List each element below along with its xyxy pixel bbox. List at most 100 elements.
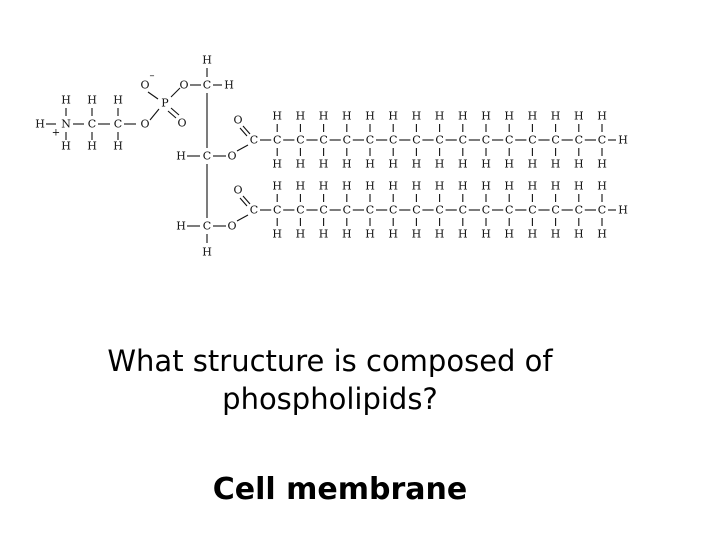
hydrogen-atom: H bbox=[388, 180, 398, 193]
oxygen-atom: O bbox=[227, 220, 236, 233]
oxygen-atom: O bbox=[233, 184, 242, 197]
carbon-atom: C bbox=[551, 204, 559, 217]
carbon-atom: C bbox=[296, 134, 304, 147]
hydrogen-atom: H bbox=[412, 110, 422, 123]
hydrogen-atom: H bbox=[504, 158, 514, 171]
bond-line bbox=[170, 87, 181, 98]
hydrogen-atom: H bbox=[551, 228, 561, 241]
hydrogen-atom: H bbox=[224, 79, 234, 92]
hydrogen-atom: H bbox=[435, 228, 445, 241]
hydrogen-atom: H bbox=[365, 180, 375, 193]
carbon-atom: C bbox=[366, 134, 374, 147]
carbon-atom: C bbox=[435, 134, 443, 147]
carbon-atom: C bbox=[88, 118, 96, 131]
carbon-atom: C bbox=[598, 134, 606, 147]
hydrogen-atom: H bbox=[574, 158, 584, 171]
hydrogen-atom: H bbox=[176, 150, 186, 163]
hydrogen-atom: H bbox=[528, 228, 538, 241]
hydrogen-atom: H bbox=[528, 180, 538, 193]
hydrogen-atom: H bbox=[61, 94, 71, 107]
carbon-atom: C bbox=[250, 204, 258, 217]
carbon-atom: C bbox=[412, 134, 420, 147]
carbon-atom: C bbox=[273, 204, 281, 217]
hydrogen-atom: H bbox=[272, 110, 282, 123]
hydrogen-atom: H bbox=[597, 110, 607, 123]
hydrogen-atom: H bbox=[87, 140, 97, 153]
hydrogen-atom: H bbox=[342, 110, 352, 123]
carbon-atom: C bbox=[482, 134, 490, 147]
hydrogen-atom: H bbox=[597, 158, 607, 171]
hydrogen-atom: H bbox=[481, 180, 491, 193]
positive-charge: + bbox=[52, 128, 60, 139]
carbon-atom: C bbox=[575, 204, 583, 217]
hydrogen-atom: H bbox=[618, 204, 628, 217]
carbon-atom: C bbox=[551, 134, 559, 147]
hydrogen-atom: H bbox=[202, 54, 212, 67]
hydrogen-atom: H bbox=[342, 158, 352, 171]
hydrogen-atom: H bbox=[272, 228, 282, 241]
hydrogen-atom: H bbox=[202, 246, 212, 259]
hydrogen-atom: H bbox=[35, 118, 45, 131]
carbon-atom: C bbox=[482, 204, 490, 217]
hydrogen-atom: H bbox=[365, 158, 375, 171]
hydrogen-atom: H bbox=[597, 228, 607, 241]
carbon-atom: C bbox=[273, 134, 281, 147]
hydrogen-atom: H bbox=[528, 110, 538, 123]
hydrogen-atom: H bbox=[113, 140, 123, 153]
carbon-atom: C bbox=[203, 79, 211, 92]
carbon-atom: C bbox=[319, 204, 327, 217]
hydrogen-atom: H bbox=[481, 158, 491, 171]
carbon-atom: C bbox=[528, 204, 536, 217]
bond-line bbox=[236, 144, 249, 152]
hydrogen-atom: H bbox=[342, 180, 352, 193]
oxygen-atom: O bbox=[227, 150, 236, 163]
hydrogen-atom: H bbox=[388, 158, 398, 171]
hydrogen-atom: H bbox=[388, 110, 398, 123]
hydrogen-atom: H bbox=[319, 110, 329, 123]
phosphorus-atom: P bbox=[161, 97, 169, 110]
hydrogen-atom: H bbox=[296, 110, 306, 123]
hydrogen-atom: H bbox=[412, 158, 422, 171]
hydrogen-atom: H bbox=[551, 158, 561, 171]
hydrogen-atom: H bbox=[551, 180, 561, 193]
bond-line bbox=[239, 197, 248, 207]
hydrogen-atom: H bbox=[574, 228, 584, 241]
carbon-atom: C bbox=[389, 204, 397, 217]
hydrogen-atom: H bbox=[365, 110, 375, 123]
hydrogen-atom: H bbox=[296, 180, 306, 193]
oxygen-atom: O bbox=[140, 118, 149, 131]
bond-line bbox=[147, 91, 159, 100]
carbon-atom: C bbox=[203, 220, 211, 233]
hydrogen-atom: H bbox=[481, 228, 491, 241]
carbon-atom: C bbox=[412, 204, 420, 217]
carbon-atom: C bbox=[575, 134, 583, 147]
oxygen-atom: O bbox=[177, 117, 186, 130]
carbon-atom: C bbox=[459, 134, 467, 147]
hydrogen-atom: H bbox=[435, 180, 445, 193]
hydrogen-atom: H bbox=[365, 228, 375, 241]
carbon-atom: C bbox=[505, 204, 513, 217]
carbon-atom: C bbox=[343, 134, 351, 147]
carbon-atom: C bbox=[459, 204, 467, 217]
hydrogen-atom: H bbox=[618, 134, 628, 147]
hydrogen-atom: H bbox=[319, 180, 329, 193]
negative-charge: – bbox=[150, 71, 155, 82]
bond-line bbox=[149, 108, 160, 121]
hydrogen-atom: H bbox=[412, 180, 422, 193]
hydrogen-atom: H bbox=[272, 180, 282, 193]
carbon-atom: C bbox=[435, 204, 443, 217]
carbon-atom: C bbox=[598, 204, 606, 217]
hydrogen-atom: H bbox=[435, 158, 445, 171]
hydrogen-atom: H bbox=[504, 180, 514, 193]
hydrogen-atom: H bbox=[504, 110, 514, 123]
hydrogen-atom: H bbox=[504, 228, 514, 241]
carbon-atom: C bbox=[114, 118, 122, 131]
oxygen-atom: O bbox=[179, 79, 188, 92]
hydrogen-atom: H bbox=[458, 158, 468, 171]
hydrogen-atom: H bbox=[458, 110, 468, 123]
hydrogen-atom: H bbox=[296, 228, 306, 241]
answer-text: Cell membrane bbox=[212, 472, 468, 507]
